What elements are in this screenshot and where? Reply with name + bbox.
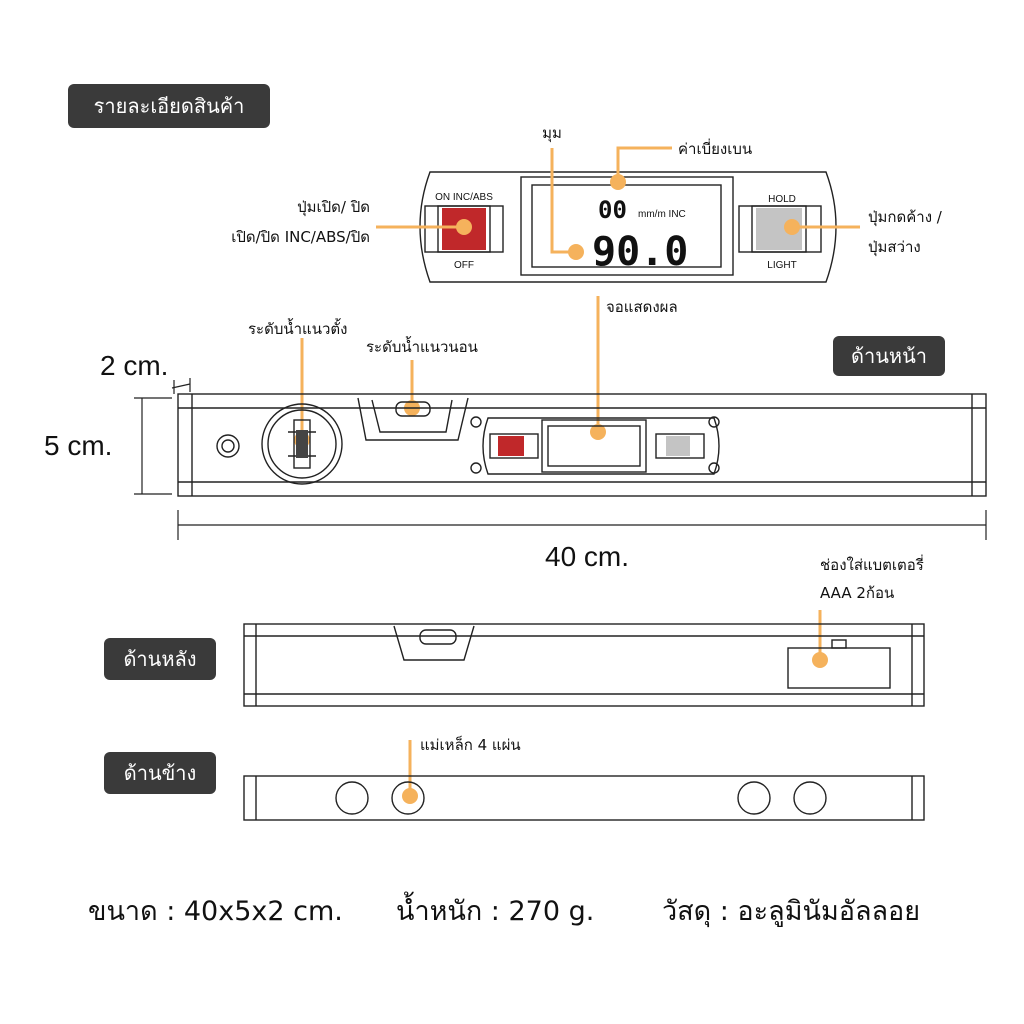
power-button-bottom-label: OFF — [454, 260, 474, 271]
back-tag: ด้านหลัง — [104, 638, 216, 680]
callout-dots — [294, 174, 828, 804]
front-view — [177, 393, 987, 497]
magnets-callout: แม่เหล็ก 4 แผ่น — [420, 735, 521, 754]
front-power-button — [498, 436, 524, 456]
hold-button-bottom-label: LIGHT — [767, 260, 796, 271]
power-button-top-label: ON INC/ABS — [435, 192, 493, 203]
vertical-vial-bubble — [296, 430, 308, 458]
hold-callout-line1: ปุ่มกดค้าง / — [868, 208, 943, 227]
details-tag-label: รายละเอียดสินค้า — [94, 94, 245, 118]
magnet-3 — [737, 781, 771, 815]
hold-button-top-label: HOLD — [768, 194, 796, 205]
side-body — [243, 775, 925, 821]
back-tag-label: ด้านหลัง — [123, 647, 196, 671]
front-body — [177, 393, 987, 497]
magnet-4 — [793, 781, 827, 815]
callout-lines — [300, 146, 860, 796]
height-dimension: 5 cm. — [44, 430, 112, 461]
lcd-angle-value: 90.0 — [592, 229, 688, 275]
depth-dimension: 2 cm. — [100, 350, 168, 381]
magnet-1 — [335, 781, 369, 815]
side-tag: ด้านข้าง — [104, 752, 216, 794]
front-control-panel — [482, 417, 720, 475]
front-tag: ด้านหน้า — [833, 336, 945, 376]
back-body — [243, 623, 925, 707]
lcd-frame — [520, 176, 734, 276]
back-view — [243, 623, 925, 707]
lcd-deviation-value: 00 — [598, 196, 627, 224]
dimension-lines — [134, 378, 987, 540]
details-tag: รายละเอียดสินค้า — [68, 84, 270, 128]
length-dimension: 40 cm. — [545, 541, 629, 572]
battery-callout-line1: ช่องใส่แบตเตอรี่ — [820, 554, 924, 574]
battery-callout-line2: AAA 2ก้อน — [820, 584, 894, 602]
panel-outline — [419, 171, 837, 283]
deviation-callout: ค่าเบี่ยงเบน — [678, 138, 752, 158]
front-hold-button — [666, 436, 690, 456]
control-panel — [419, 171, 837, 283]
spec-material: วัสดุ : อะลูมินัมอัลลอย — [662, 896, 920, 928]
spec-size: ขนาด : 40x5x2 cm. — [88, 896, 343, 927]
back-vial-window — [393, 625, 475, 661]
power-callout-line2: เปิด/ปิด INC/ABS/ปิด — [231, 228, 370, 246]
lcd-unit: mm/m INC — [638, 209, 686, 220]
horizontal-vial-callout: ระดับน้ำแนวนอน — [366, 336, 478, 356]
spec-weight: น้ำหนัก : 270 g. — [396, 891, 594, 927]
angle-callout: มุม — [542, 124, 562, 143]
battery-compartment — [787, 647, 891, 689]
vertical-vial-callout: ระดับน้ำแนวตั้ง — [248, 318, 347, 338]
hang-hole — [216, 434, 240, 458]
front-tag-label: ด้านหน้า — [851, 344, 927, 368]
vertical-vial-ring — [261, 403, 343, 485]
lcd-screen — [531, 184, 722, 268]
hold-callout-line2: ปุ่มสว่าง — [868, 238, 921, 257]
side-tag-label: ด้านข้าง — [124, 761, 197, 785]
power-callout-line1: ปุ่มเปิด/ ปิด — [297, 198, 370, 217]
magnet-2 — [391, 781, 425, 815]
horizontal-vial-window — [357, 397, 469, 441]
side-view — [243, 775, 925, 821]
display-callout: จอแสดงผล — [606, 298, 678, 316]
